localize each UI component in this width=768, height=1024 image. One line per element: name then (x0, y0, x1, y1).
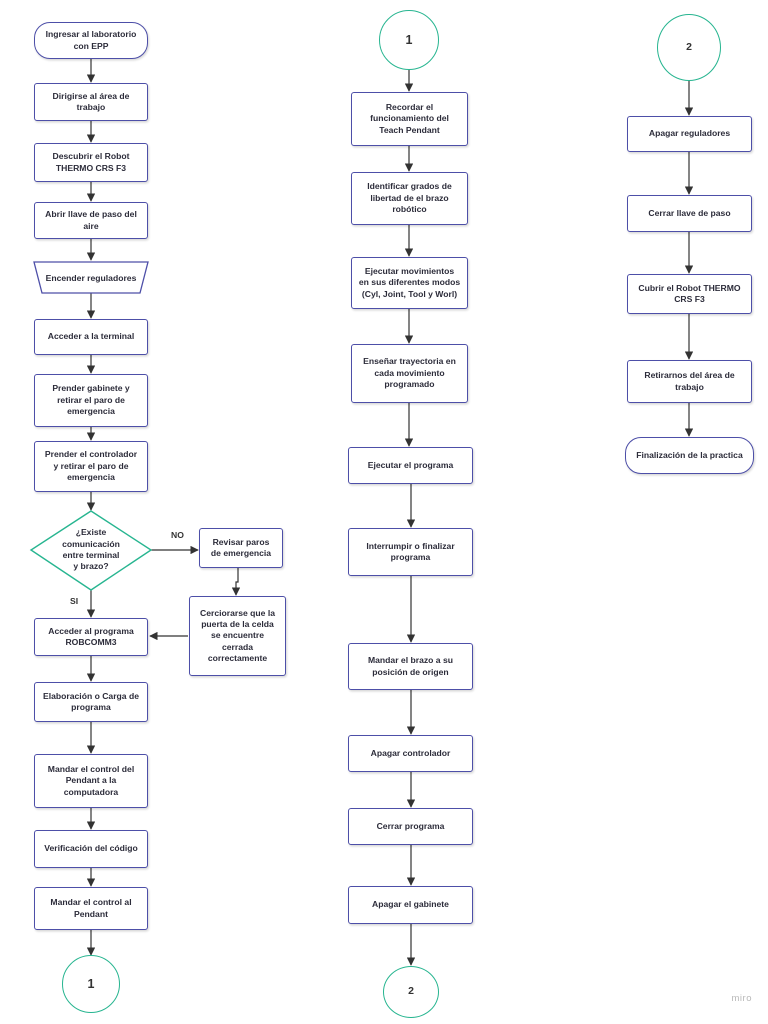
process-box[interactable]: Cerrar llave de paso (627, 195, 752, 232)
connector-label: 1 (405, 32, 413, 47)
node-label: Revisar paros de emergencia (210, 536, 272, 558)
node-label: Identificar grados de libertad de el bra… (367, 181, 452, 215)
node-label: Prender gabinete y retirar el paro de em… (52, 383, 130, 417)
node-label: Enseñar trayectoria en cada movimiento p… (363, 356, 456, 390)
node-label: Verificación del código (44, 843, 138, 854)
decision-label[interactable]: ¿Existe comunicación entre terminal y br… (62, 527, 120, 572)
process-box[interactable]: Interrumpir o finalizar programa (348, 528, 473, 576)
node-label: Prender el controlador y retirar el paro… (44, 449, 138, 483)
off-page-connector-1[interactable]: 1 (379, 10, 439, 70)
node-label: Cerciorarse que la puerta de la celda se… (200, 607, 275, 664)
node-label: Descubrir el Robot THERMO CRS F3 (52, 151, 130, 173)
node-label: Interrumpir o finalizar programa (366, 540, 455, 562)
process-box[interactable]: Prender gabinete y retirar el paro de em… (34, 374, 148, 427)
connector-label: 2 (686, 40, 692, 53)
connector-label: 2 (408, 985, 414, 998)
node-label: Cubrir el Robot THERMO CRS F3 (638, 282, 741, 304)
node-label: Acceder al programa ROBCOMM3 (48, 625, 134, 647)
process-box[interactable]: Apagar el gabinete (348, 886, 473, 924)
process-box[interactable]: Abrir llave de paso del aire (34, 202, 148, 239)
process-box[interactable]: Cerciorarse que la puerta de la celda se… (189, 596, 286, 676)
process-box[interactable]: Elaboración o Carga de programa (34, 682, 148, 722)
process-box[interactable]: Retirarnos del área de trabajo (627, 360, 752, 403)
process-box[interactable]: Mandar el control del Pendant a la compu… (34, 754, 148, 808)
miro-watermark: miro (731, 993, 752, 1004)
off-page-connector-2[interactable]: 2 (657, 14, 721, 81)
node-label: Ejecutar el programa (367, 459, 454, 470)
process-box[interactable]: Verificación del código (34, 830, 148, 868)
node-label: Ejecutar movimientos en sus diferentes m… (358, 265, 461, 299)
label-si: SI (70, 596, 79, 606)
end-terminal[interactable]: Finalización de la practica (625, 437, 754, 474)
start-terminal[interactable]: Ingresar al laboratorio con EPP (34, 22, 148, 59)
manual-operation-label[interactable]: Encender reguladores (45, 272, 137, 283)
process-box[interactable]: Revisar paros de emergencia (199, 528, 283, 568)
node-label: Cerrar llave de paso (648, 207, 731, 218)
off-page-connector-1[interactable]: 1 (62, 955, 120, 1013)
arrow (231, 568, 241, 596)
process-box[interactable]: Ejecutar movimientos en sus diferentes m… (351, 257, 468, 309)
process-box[interactable]: Apagar reguladores (627, 116, 752, 152)
node-label: Abrir llave de paso del aire (45, 209, 137, 231)
node-label: Finalización de la practica (636, 449, 743, 460)
process-box[interactable]: Apagar controlador (348, 735, 473, 772)
node-label: Cerrar programa (376, 820, 445, 831)
node-label: Apagar reguladores (648, 128, 731, 139)
node-label: Mandar el brazo a su posición de origen (367, 655, 453, 677)
node-label: Recordar el funcionamiento del Teach Pen… (370, 101, 449, 135)
process-box[interactable]: Descubrir el Robot THERMO CRS F3 (34, 143, 148, 182)
process-box[interactable]: Acceder a la terminal (34, 319, 148, 355)
node-label: Retirarnos del área de trabajo (644, 370, 735, 392)
connector-label: 1 (87, 976, 95, 991)
process-box[interactable]: Prender el controlador y retirar el paro… (34, 441, 148, 492)
process-box[interactable]: Enseñar trayectoria en cada movimiento p… (351, 344, 468, 403)
process-box[interactable]: Ejecutar el programa (348, 447, 473, 484)
node-label: Mandar el control del Pendant a la compu… (47, 763, 135, 797)
node-label: Elaboración o Carga de programa (43, 690, 139, 712)
process-box[interactable]: Dirigirse al área de trabajo (34, 83, 148, 121)
manual-operation-shape (33, 261, 149, 294)
process-box[interactable]: Identificar grados de libertad de el bra… (351, 172, 468, 225)
node-label: Apagar el gabinete (372, 899, 449, 910)
process-box[interactable]: Cerrar programa (348, 808, 473, 845)
decision-diamond (29, 510, 153, 591)
process-box[interactable]: Mandar el brazo a su posición de origen (348, 643, 473, 690)
process-box[interactable]: Cubrir el Robot THERMO CRS F3 (627, 274, 752, 314)
node-label: Ingresar al laboratorio con EPP (45, 29, 137, 51)
process-box[interactable]: Acceder al programa ROBCOMM3 (34, 618, 148, 656)
process-box[interactable]: Recordar el funcionamiento del Teach Pen… (351, 92, 468, 146)
off-page-connector-2[interactable]: 2 (383, 966, 439, 1018)
process-box[interactable]: Mandar el control al Pendant (34, 887, 148, 930)
node-label: Mandar el control al Pendant (50, 897, 132, 919)
node-label: Apagar controlador (370, 747, 451, 758)
node-label: Acceder a la terminal (47, 331, 135, 342)
node-label: Dirigirse al área de trabajo (52, 90, 130, 112)
label-no: NO (171, 530, 184, 540)
